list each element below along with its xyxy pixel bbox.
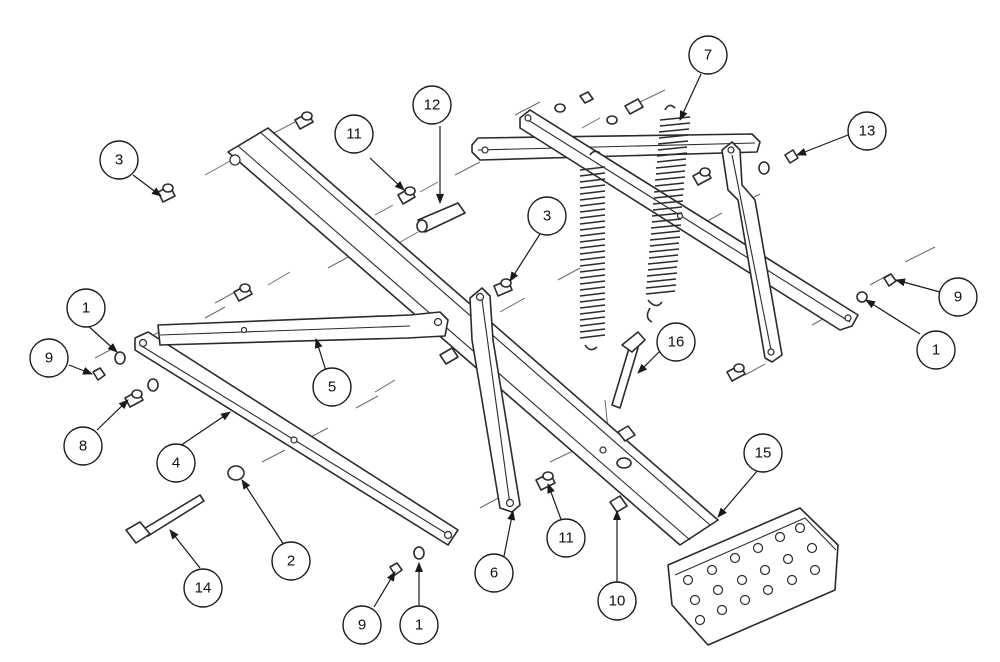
callout-label: 9	[45, 350, 53, 367]
callout-balloon: 8	[63, 426, 103, 466]
callout-balloon: 1	[916, 330, 956, 370]
callout-balloon: 10	[597, 581, 637, 621]
callout-balloon: 4	[156, 443, 196, 483]
part-12-spacer	[416, 202, 466, 233]
callout-balloon: 15	[743, 433, 783, 473]
callout-balloons: 1 1 1 2 3 3 4 5 6 7 8 9 9 9 10 11 11 12 …	[29, 35, 978, 645]
callout-label: 7	[704, 47, 712, 64]
callout-balloon: 6	[474, 553, 514, 593]
callout-label: 5	[328, 379, 336, 396]
callout-label: 15	[755, 445, 772, 462]
callout-label: 10	[609, 593, 626, 610]
callout-balloon: 11	[334, 114, 374, 154]
callout-label: 3	[543, 208, 551, 225]
callout-balloon: 7	[688, 35, 728, 75]
part-14-long-bolt	[125, 494, 205, 544]
callout-label: 9	[954, 289, 962, 306]
callout-label: 13	[859, 123, 876, 140]
callout-balloon: 9	[342, 605, 382, 645]
callout-balloon: 3	[527, 196, 567, 236]
callout-balloon: 2	[271, 541, 311, 581]
callout-balloon: 16	[656, 322, 696, 362]
callout-label: 3	[115, 152, 123, 169]
callout-label: 14	[195, 580, 212, 597]
callout-balloon: 5	[312, 367, 352, 407]
callout-label: 4	[172, 455, 180, 472]
callout-label: 8	[79, 438, 87, 455]
callout-balloon: 1	[66, 288, 106, 328]
callout-balloon: 1	[399, 605, 439, 645]
right-diagonal-bar	[519, 109, 859, 331]
callout-balloon: 14	[183, 568, 223, 608]
callout-balloon: 13	[847, 111, 887, 151]
callout-label: 1	[82, 300, 90, 317]
leader-lines	[68, 73, 941, 608]
callout-balloon: 12	[412, 85, 452, 125]
part-16-rod	[611, 331, 646, 409]
hardware-pieces	[92, 91, 897, 576]
callout-balloon: 11	[546, 518, 586, 558]
top-frame-bar	[471, 133, 761, 161]
callout-balloon: 3	[99, 140, 139, 180]
callout-balloon: 9	[29, 338, 69, 378]
callout-label: 6	[490, 565, 498, 582]
part-4-lower-link	[134, 331, 459, 546]
callout-balloon: 9	[938, 277, 978, 317]
part-6-vertical-link	[469, 287, 521, 513]
callout-label: 1	[932, 342, 940, 359]
callout-label: 12	[424, 97, 441, 114]
callout-label: 9	[358, 617, 366, 634]
callout-label: 16	[668, 334, 685, 351]
callout-label: 11	[558, 530, 574, 547]
right-vertical-arm	[721, 141, 783, 363]
part-5-upper-link	[157, 311, 449, 346]
callout-label: 11	[346, 126, 362, 143]
part-7-springs	[579, 104, 691, 351]
callout-label: 1	[415, 617, 423, 634]
callout-label: 2	[287, 553, 295, 570]
